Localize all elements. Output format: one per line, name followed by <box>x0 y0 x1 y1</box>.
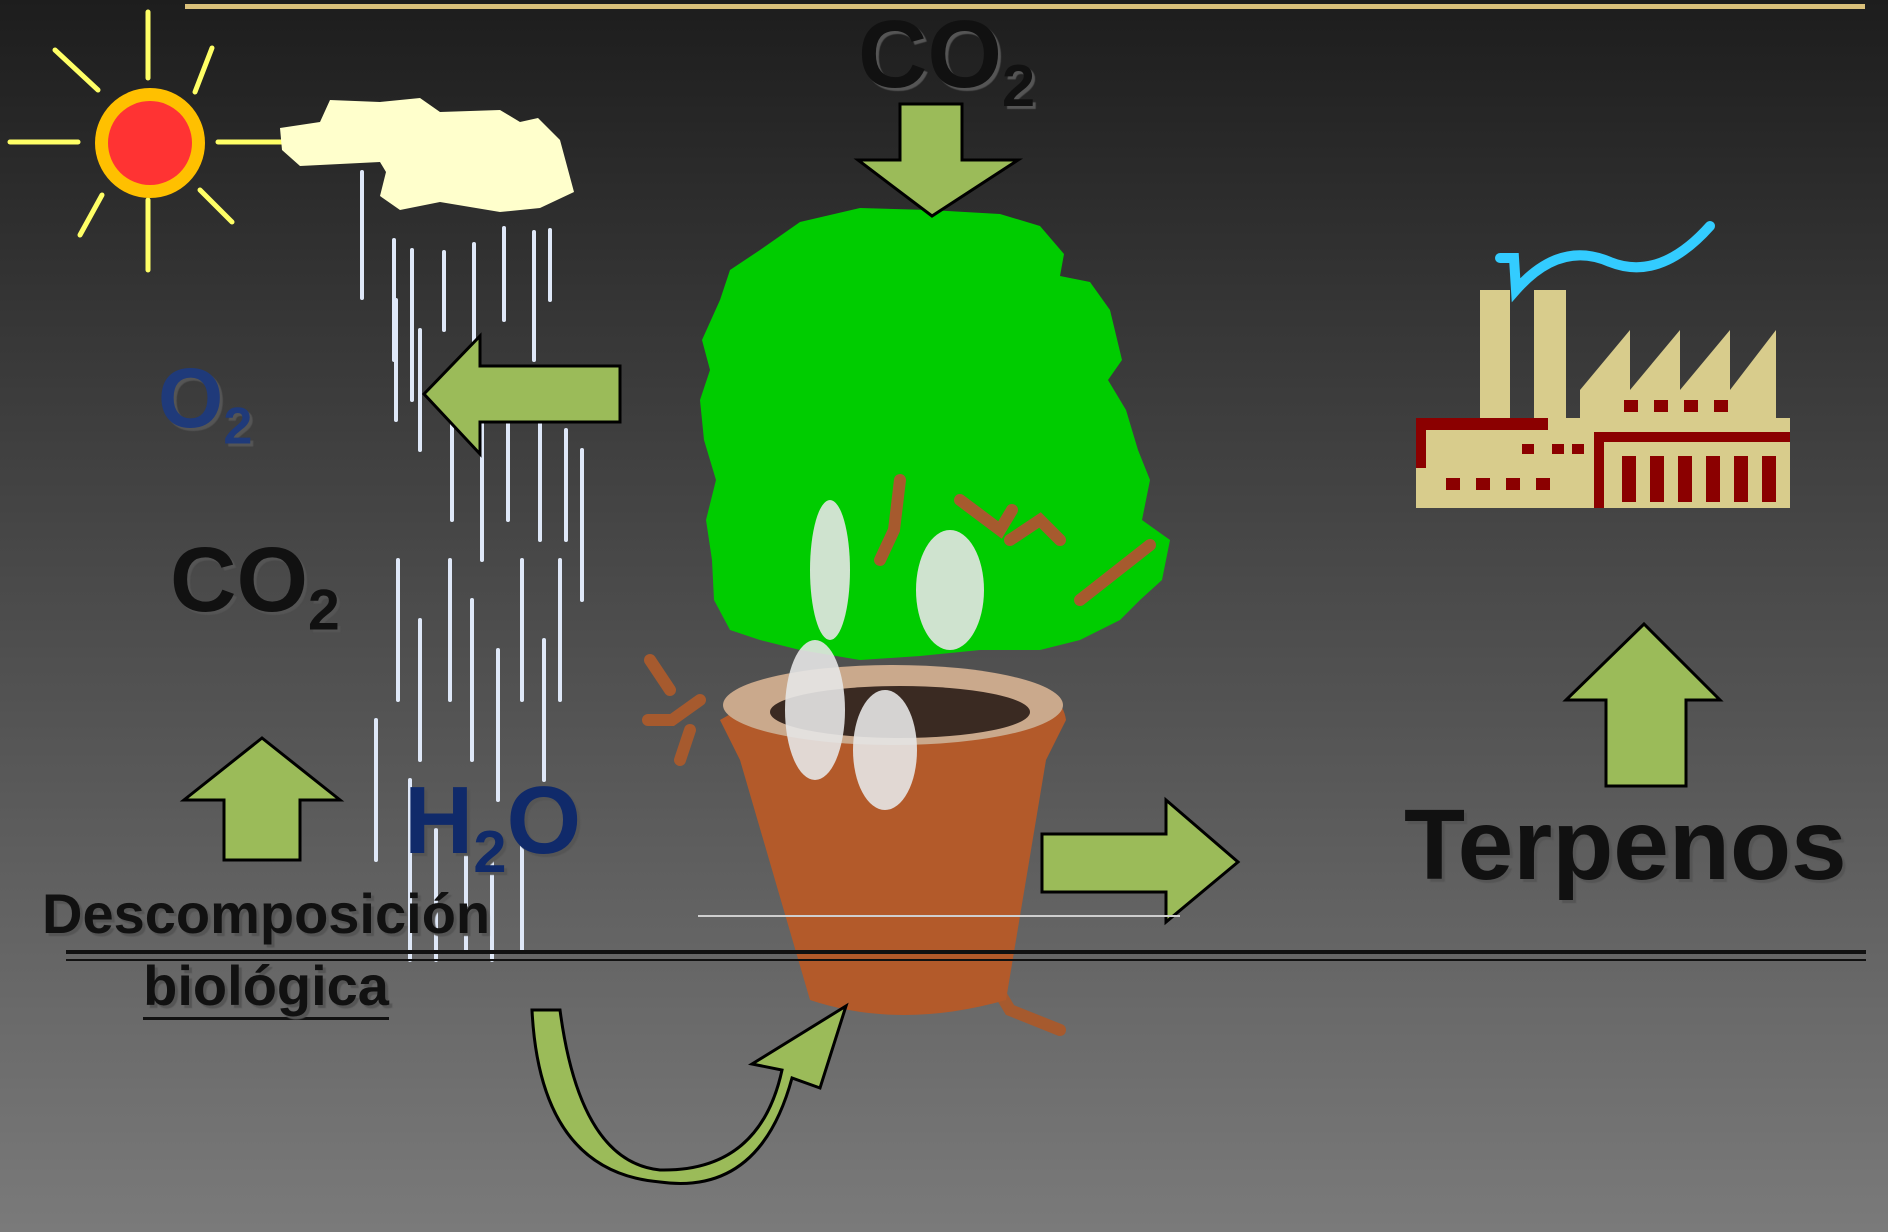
arrow-up-factory <box>1562 621 1724 788</box>
arrow-down-co2 <box>853 102 1024 218</box>
co2-left-text: CO <box>170 529 308 631</box>
arrow-up-decomp <box>179 736 345 862</box>
decomposition-line-2: biológica <box>143 955 389 1020</box>
o2-label: O2 <box>158 350 252 457</box>
arrow-left-o2 <box>421 332 622 458</box>
o2-text: O <box>158 351 224 445</box>
co2-top-text: CO <box>858 1 1002 108</box>
top-rule <box>185 4 1865 9</box>
arrow-curved-roots <box>530 1002 849 1185</box>
co2-top-label: CO2 <box>858 0 1035 120</box>
decomposition-line-1: Descomposición <box>42 882 491 945</box>
decomposition-label: Descomposición biológica <box>42 878 490 1022</box>
pot-icon <box>720 500 1066 1015</box>
h2o-label: H2O <box>404 766 581 886</box>
co2-left-label: CO2 <box>170 528 340 643</box>
h2o-o: O <box>506 767 582 874</box>
h2o-sub: 2 <box>473 818 507 886</box>
rain-icon <box>360 170 584 962</box>
h2o-h: H <box>404 767 474 874</box>
sun-icon <box>7 9 285 273</box>
cloud-icon <box>280 98 574 212</box>
branches <box>642 474 1156 1036</box>
terpenos-label: Terpenos <box>1404 789 1847 901</box>
factory-icon <box>1416 221 1790 508</box>
co2-top-sub: 2 <box>1002 52 1036 120</box>
arrow-right-terpenos <box>1040 796 1241 926</box>
o2-sub: 2 <box>223 397 253 456</box>
smoke-icon <box>1495 221 1715 303</box>
co2-left-sub: 2 <box>308 578 340 643</box>
